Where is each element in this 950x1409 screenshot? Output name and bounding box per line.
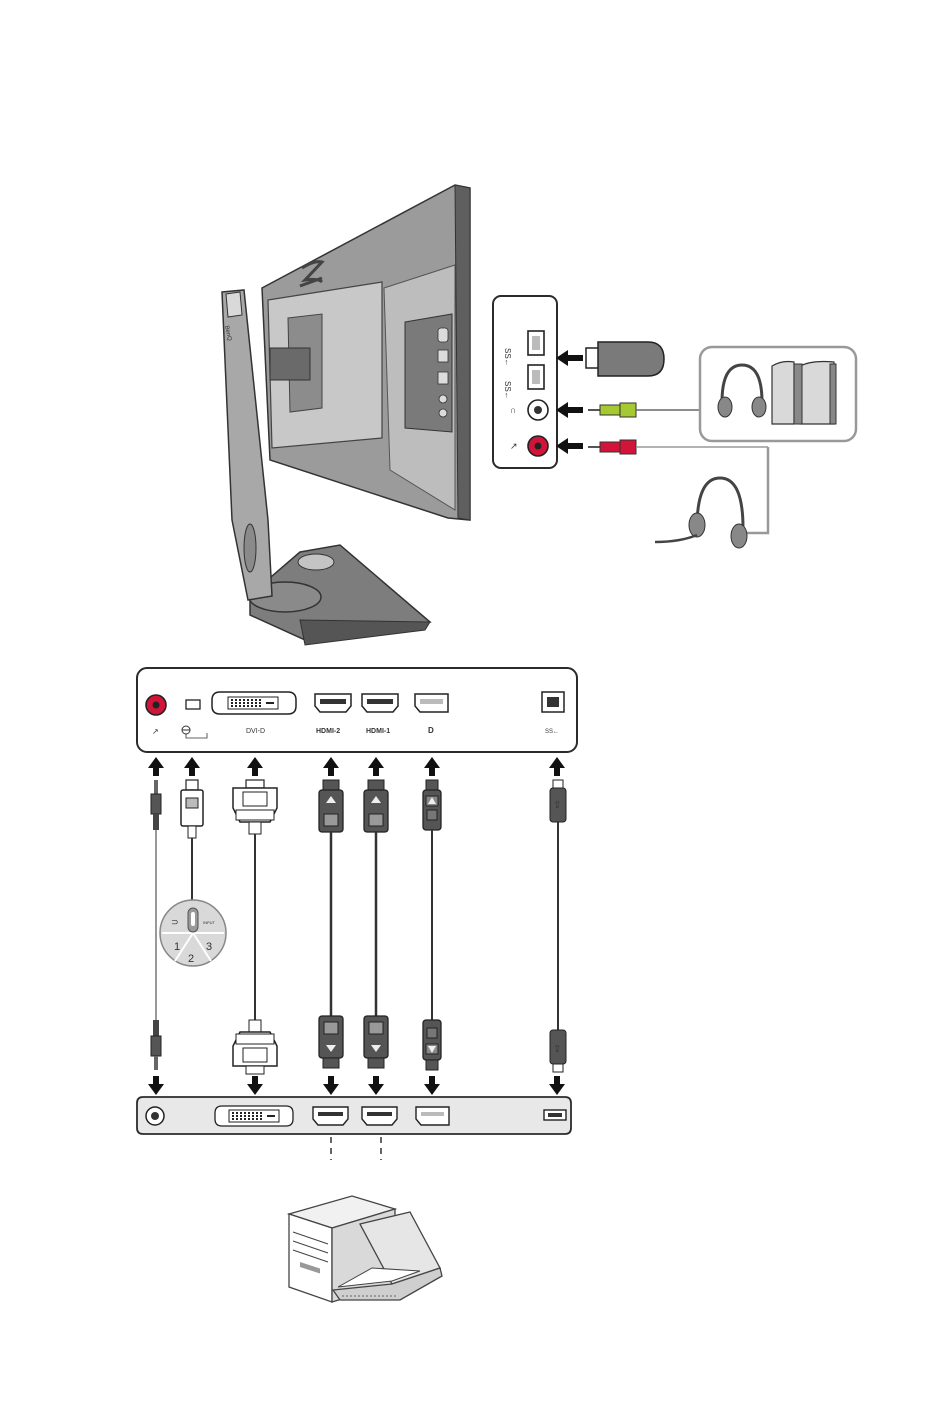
usb-up-label: SS← [545,729,559,735]
hdmi1-label: HDMI-1 [366,728,390,735]
headset-icon [655,478,747,548]
s-switch-button-2[interactable]: 2 [188,953,194,965]
hdmi1-cable [364,780,388,1068]
dashed-connectors [331,1137,381,1160]
headphone-plug [588,403,700,417]
side-port-panel: SS← SS← ∩ ↗ [493,296,557,468]
panel-mic-label: ↗ [152,727,159,736]
usb-stick [586,342,664,376]
headset-callout [655,447,768,548]
monitor-illustration: BenQ [222,185,470,645]
s-switch-cable [181,780,203,905]
computer-illustration [289,1196,442,1302]
hdmi2-label: HDMI-2 [316,728,340,735]
svg-text:⇪: ⇪ [553,1044,561,1055]
s-switch-small-label: INPUT [203,920,216,925]
hdmi2-cable [319,780,343,1068]
svg-text:⊃: ⊃ [171,917,179,927]
monitor-base [249,545,430,645]
up-arrows [148,757,565,776]
s-switch-button-1[interactable]: 1 [174,941,180,953]
pc-dvi-port [215,1106,293,1126]
dvi-label: DVI-D [246,728,265,735]
headphone-label: ∩ [510,405,516,415]
s-switch-button-3[interactable]: 3 [206,941,212,953]
dp-label: D [428,726,434,735]
speakers-icon [772,362,836,425]
usb-label-2: SS← [503,381,512,400]
usb-label-1: SS← [503,348,512,367]
side-arrows [556,350,583,454]
s-switch-controller[interactable]: ⊃ INPUT 1 2 3 [160,900,226,966]
svg-text:⇪: ⇪ [553,800,561,811]
monitor-shell [262,185,470,520]
displayport-cable [423,780,441,1070]
bottom-port-panel: ↗ DVI-D HDMI-2 [137,668,577,752]
mic-cable [151,780,161,1070]
dvi-cable [233,780,277,1074]
computer-port-panel [137,1097,571,1134]
mic-label: ↗ [510,441,518,451]
audio-output-devices [700,347,856,441]
usb-cable: ⇪ ⇪ [550,780,566,1072]
down-arrows [148,1076,565,1095]
